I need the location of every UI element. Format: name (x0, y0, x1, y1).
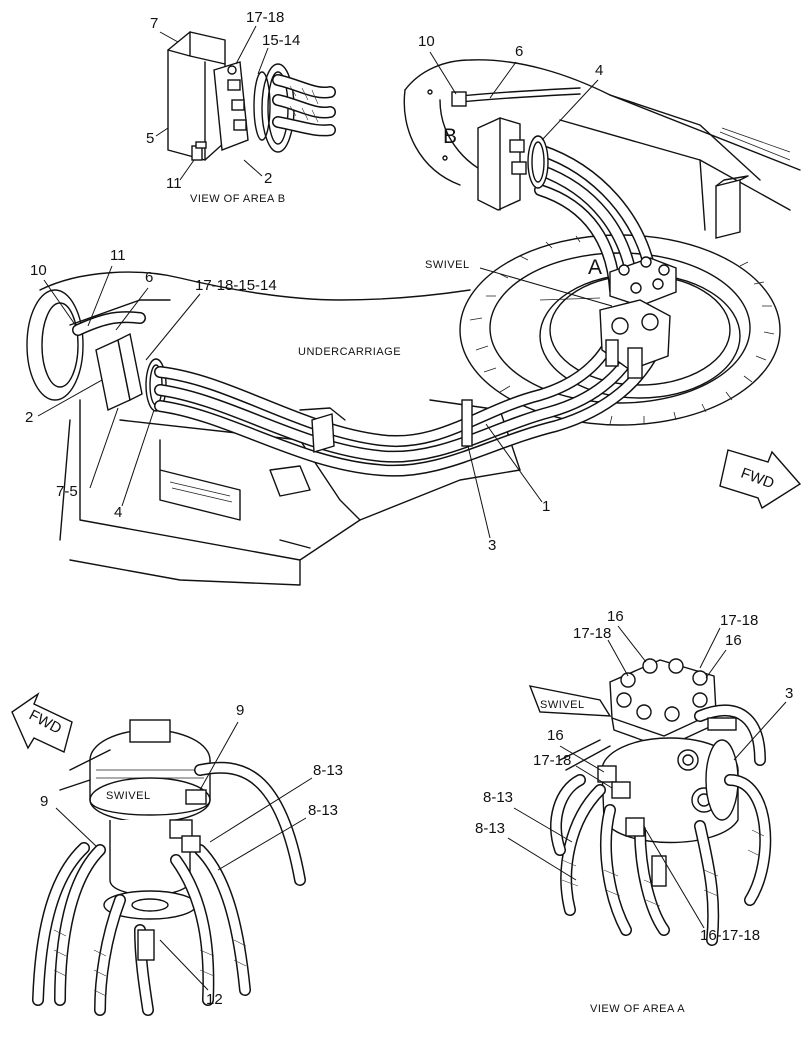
view-area-b-drawing (167, 31, 336, 161)
label-swivel-area-a: SWIVEL (540, 699, 585, 711)
label-8-13-a: 8-13 (313, 762, 343, 779)
label-undercarriage: UNDERCARRIAGE (298, 346, 401, 358)
label-7: 7 (150, 15, 158, 32)
label-6-left: 6 (145, 269, 153, 286)
label-6-top: 6 (515, 43, 523, 60)
label-16-c: 16 (547, 727, 564, 744)
label-17-18-15-14: 17-18-15-14 (195, 277, 277, 294)
label-9-top: 9 (236, 702, 244, 719)
label-15-14: 15-14 (262, 32, 300, 49)
view-area-b-labels: 7 17-18 15-14 5 11 2 VIEW OF AREA B (146, 9, 300, 205)
view-area-a-labels: 16 17-18 17-18 16 SWIVEL 3 16 17-18 8-13… (475, 608, 793, 1015)
label-swivel-main: SWIVEL (425, 259, 470, 271)
fwd-arrow-right: FWD (719, 449, 802, 510)
label-11: 11 (166, 175, 182, 192)
view-area-b-caption: VIEW OF AREA B (190, 193, 286, 205)
swivel-detail-labels: 9 9 SWIVEL 8-13 8-13 12 (40, 702, 343, 1008)
label-a-area: A (588, 256, 602, 279)
label-8-13-a-area-a: 8-13 (483, 789, 513, 806)
fwd-arrow-left: FWD (11, 692, 73, 753)
label-4-bottom: 4 (114, 504, 122, 521)
label-1: 1 (542, 498, 550, 515)
view-area-a-caption: VIEW OF AREA A (590, 1003, 685, 1015)
label-17-18: 17-18 (246, 9, 284, 26)
view-area-a-drawing (528, 658, 772, 946)
label-3-area-a: 3 (785, 685, 793, 702)
swivel-detail-drawing: FWD (11, 692, 306, 1016)
main-assembly-labels: 10 6 4 B SWIVEL A 10 11 6 17-18-15-14 UN… (25, 33, 613, 554)
label-16-a: 16 (607, 608, 624, 625)
label-17-18-a: 17-18 (573, 625, 611, 642)
label-5: 5 (146, 130, 154, 147)
label-12: 12 (206, 991, 223, 1008)
label-16-17-18: 16-17-18 (700, 927, 760, 944)
main-assembly-drawing: FWD (26, 59, 802, 586)
label-9-left: 9 (40, 793, 48, 810)
label-17-18-c: 17-18 (533, 752, 571, 769)
label-17-18-b: 17-18 (720, 612, 758, 629)
label-2-left: 2 (25, 409, 33, 426)
label-8-13-b-area-a: 8-13 (475, 820, 505, 837)
label-3-main: 3 (488, 537, 496, 554)
label-10-top: 10 (418, 33, 435, 50)
label-4-top: 4 (595, 62, 603, 79)
label-swivel-detail: SWIVEL (106, 790, 151, 802)
label-8-13-b: 8-13 (308, 802, 338, 819)
label-10-left: 10 (30, 262, 47, 279)
label-16-b: 16 (725, 632, 742, 649)
label-11-left: 11 (110, 247, 126, 264)
label-b-area: B (443, 125, 457, 148)
label-7-5: 7-5 (56, 483, 78, 500)
label-2: 2 (264, 170, 272, 187)
